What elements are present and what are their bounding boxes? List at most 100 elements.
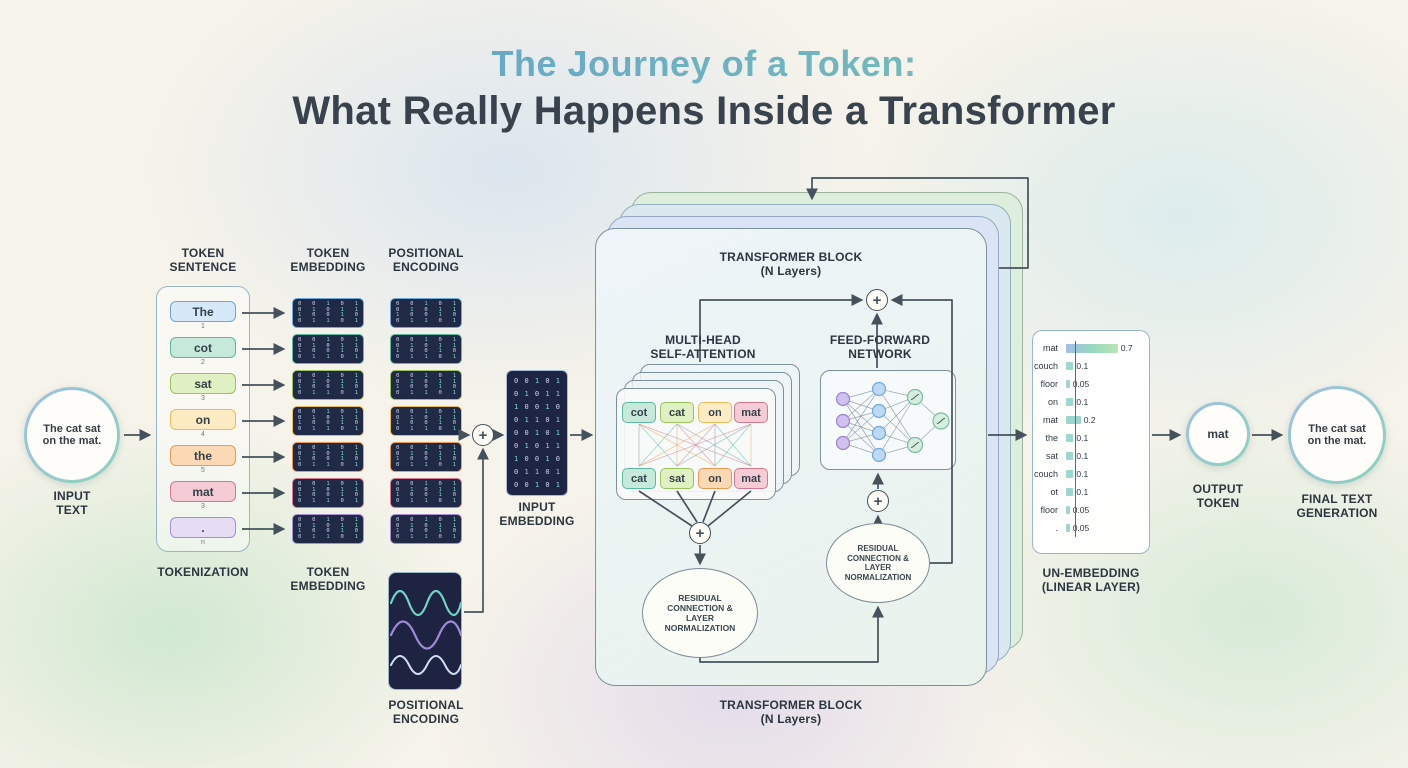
- output-token-label: OUTPUT TOKEN: [1192, 482, 1244, 510]
- logit-value: 0.1: [1076, 361, 1089, 371]
- token-pill: The: [170, 301, 236, 322]
- add-icon: +: [866, 289, 888, 311]
- mhsa-label: MULTI-HEAD SELF-ATTENTION: [650, 333, 756, 361]
- neuron-node: [871, 381, 887, 397]
- neuron-node: [871, 447, 887, 463]
- logit-label: ot: [1050, 487, 1058, 497]
- logit-value: 0.05: [1072, 505, 1090, 515]
- attention-token-pill: cat: [660, 402, 694, 423]
- add-icon: +: [689, 522, 711, 544]
- logit-label: floor: [1040, 505, 1058, 515]
- neuron-node: [835, 435, 851, 451]
- attention-token-pill: sat: [660, 468, 694, 489]
- logit-label: mat: [1042, 415, 1058, 425]
- transformer-block-top-label: TRANSFORMER BLOCK (N Layers): [719, 250, 863, 278]
- logit-row: .0.05: [1032, 519, 1150, 537]
- transformer-block-bottom-label: TRANSFORMER BLOCK (N Layers): [719, 698, 863, 726]
- neuron-node: [835, 391, 851, 407]
- logit-value: 0.1: [1076, 397, 1089, 407]
- token-pill: mat: [170, 481, 236, 502]
- final-text-circle: The cat sat on the mat.: [1288, 386, 1386, 484]
- token-embedding-header: TOKEN EMBEDDING: [290, 246, 366, 274]
- output-token-circle: mat: [1186, 402, 1250, 466]
- logit-value: 0.2: [1083, 415, 1096, 425]
- unembedding-axis: [1075, 341, 1076, 537]
- logit-bar: [1066, 452, 1074, 460]
- logit-bar: [1066, 470, 1074, 478]
- residual-norm-1: RESIDUAL CONNECTION & LAYER NORMALIZATIO…: [642, 568, 758, 658]
- logit-value: 0.1: [1076, 487, 1089, 497]
- attention-token-pill: cat: [622, 468, 656, 489]
- output-token-text: mat: [1207, 427, 1229, 441]
- neuron-node: [871, 403, 887, 419]
- logit-label: couch: [1033, 469, 1058, 479]
- input-text-label: INPUT TEXT: [53, 489, 91, 517]
- logit-bar: [1066, 506, 1070, 514]
- token-pill: the: [170, 445, 236, 466]
- logit-value: 0.05: [1072, 379, 1090, 389]
- logit-label: couch: [1033, 361, 1058, 371]
- token-index: 1: [201, 323, 205, 330]
- token-index: 2: [201, 359, 205, 366]
- positional-encoding-footer: POSITIONAL ENCODING: [388, 698, 464, 726]
- add-icon: +: [867, 490, 889, 512]
- logit-bar: [1066, 398, 1074, 406]
- token-pill: on: [170, 409, 236, 430]
- tokenization-label: TOKENIZATION: [157, 565, 249, 579]
- ffn-label: FEED-FORWARD NETWORK: [829, 333, 931, 361]
- waveform-icon: [389, 589, 461, 675]
- logit-row: mat 0.2: [1032, 411, 1150, 429]
- token-index: 4: [201, 431, 205, 438]
- token-index: 3: [201, 395, 205, 402]
- token-embedding-footer: TOKEN EMBEDDING: [290, 565, 366, 593]
- token-slot: .n: [156, 517, 250, 553]
- ffn-network-diagram: [835, 381, 950, 463]
- unembedding-panel: [1032, 330, 1150, 554]
- flow-arrow: [464, 447, 489, 613]
- token-pill: .: [170, 517, 236, 538]
